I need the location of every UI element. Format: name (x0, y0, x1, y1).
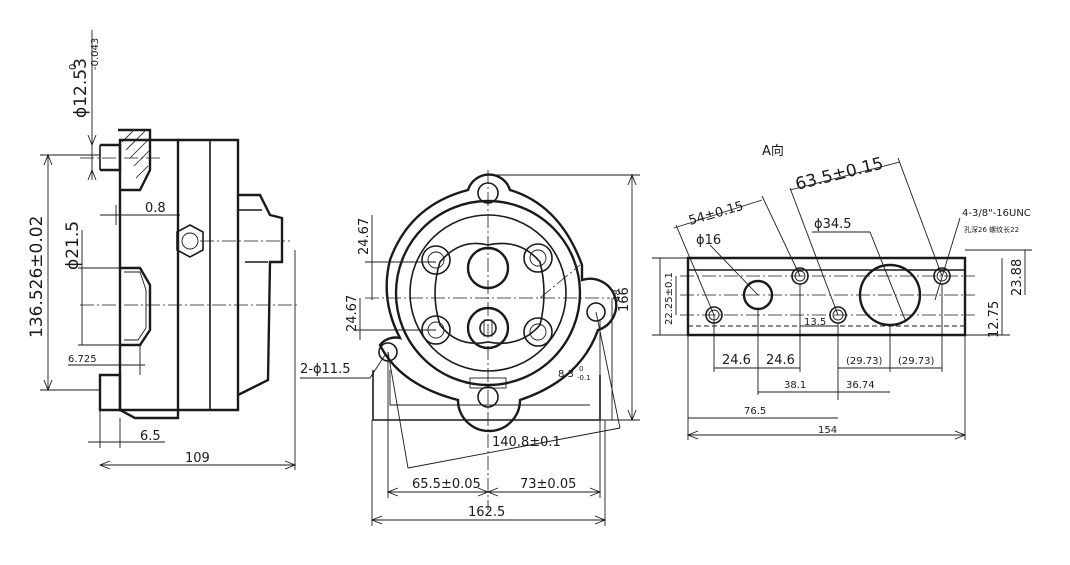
side-height-dim: 136.526±0.02 (27, 216, 47, 338)
dim-8-3: 8.3 (558, 369, 574, 380)
front-height-48: 48 (612, 289, 623, 302)
shaft-tol-upper: 0 (68, 64, 79, 70)
port-24-6a: 24.6 (722, 353, 751, 368)
port-38: 38.1 (784, 380, 806, 391)
shaft-tol-lower: -0.043 (90, 38, 101, 70)
port-24-6b: 24.6 (766, 353, 795, 368)
left-65-dim: 65.5±0.05 (412, 477, 481, 492)
port-width: 154 (818, 425, 837, 436)
front-24-67-bot: 24.67 (345, 295, 360, 332)
front-24-67-top: 24.67 (357, 218, 372, 255)
dim-6-725: 6.725 (68, 354, 97, 365)
port-v22: 22.25±0.1 (664, 272, 675, 325)
right-73-dim: 73±0.05 (520, 477, 576, 492)
thread-spec: 4-3/8"-16UNC (962, 208, 1031, 219)
dim-8-3-tol-upper: 0 (579, 365, 583, 373)
view-label: A向 (762, 143, 784, 159)
port-d16: ϕ16 (696, 233, 721, 248)
side-length-dim: 109 (185, 451, 210, 466)
side-view: 136.526±0.02 ϕ12.53 0 -0.043 ϕ21.5 0.8 6… (27, 30, 300, 470)
front-view: 24.67 24.67 2-ϕ11.5 8.3 0 -0.1 166 48 14… (300, 170, 640, 526)
port-29-b: (29.73) (898, 356, 935, 367)
bolt-span-dim: 140.8±0.1 (492, 435, 561, 450)
mount-holes-label: 2-ϕ11.5 (300, 362, 350, 377)
shaft-diameter-dim: ϕ12.53 (71, 58, 91, 118)
port-29-a: (29.73) (846, 356, 883, 367)
front-height-166: 166 (617, 287, 632, 312)
port-76: 76.5 (744, 406, 766, 417)
pilot-diameter-dim: ϕ21.5 (63, 221, 83, 270)
port-13-5: 13.5 (804, 317, 826, 328)
port-span-63: 63.5±0.15 (793, 154, 885, 195)
port-v12: 12.75 (987, 301, 1002, 338)
thread-note: 孔深26 螺纹长22 (964, 225, 1019, 234)
port-span-54: 54±0.15 (687, 199, 745, 229)
port-d34: ϕ34.5 (814, 217, 852, 232)
dim-6-5: 6.5 (140, 429, 161, 444)
dim-0-8: 0.8 (145, 201, 166, 216)
port-v23: 23.88 (1010, 259, 1025, 296)
port-view: A向 (652, 143, 1032, 440)
port-36: 36.74 (846, 380, 875, 391)
front-width-dim: 162.5 (468, 505, 505, 520)
dim-8-3-tol-lower: -0.1 (577, 374, 591, 382)
